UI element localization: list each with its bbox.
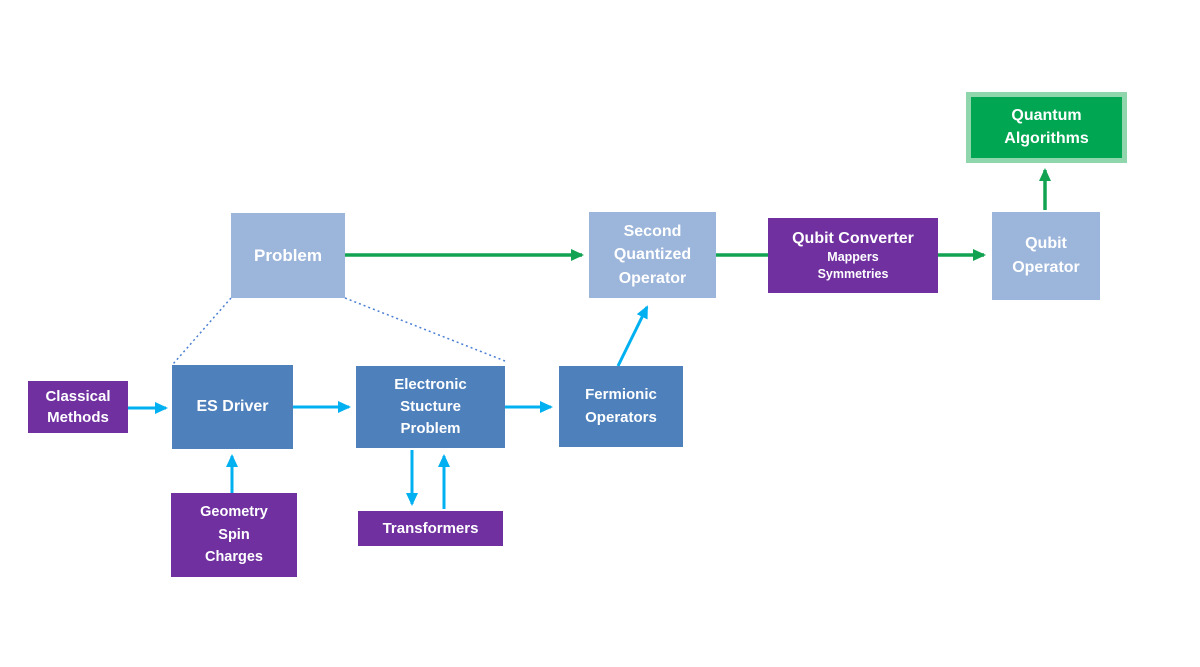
node-es-driver-label: ES Driver — [196, 398, 269, 415]
node-transformers-label: Transformers — [382, 520, 479, 537]
dotted-line-problem-to-es-driver — [172, 297, 232, 365]
node-geometry-spin-charges-label: Geometry Spin Charges — [200, 504, 268, 566]
node-fermionic-operators-label: Fermionic Operators — [585, 386, 657, 426]
node-qubit-converter-title: Qubit Converter — [792, 229, 914, 247]
node-fermionic-operators: Fermionic Operators — [559, 366, 683, 447]
node-electronic-structure-problem-label: Electronic Stucture Problem — [394, 376, 467, 437]
node-problem-label: Problem — [253, 245, 323, 265]
arrow-fermionic-to-second-quantized — [616, 305, 649, 367]
node-qubit-operator: Qubit Operator — [992, 212, 1100, 300]
node-second-quantized-operator: Second Quantized Operator — [589, 212, 716, 298]
node-qubit-converter-subtitle: Mappers Symmetries — [817, 249, 889, 281]
node-classical-methods: Classical Methods — [28, 381, 128, 433]
node-quantum-algorithms: Quantum Algorithms — [966, 92, 1127, 163]
node-problem: Problem — [231, 213, 345, 298]
node-qubit-operator-label: Qubit Operator — [1012, 235, 1080, 276]
node-classical-methods-label: Classical Methods — [45, 388, 111, 426]
node-second-quantized-operator-label: Second Quantized Operator — [613, 223, 692, 287]
node-qubit-converter: Qubit Converter Mappers Symmetries — [768, 218, 938, 293]
node-geometry-spin-charges: Geometry Spin Charges — [171, 493, 297, 577]
dotted-line-problem-to-es-problem — [344, 297, 506, 362]
node-es-driver: ES Driver — [172, 365, 293, 449]
node-quantum-algorithms-label: Quantum Algorithms — [1004, 107, 1089, 147]
node-transformers: Transformers — [358, 511, 503, 546]
node-electronic-structure-problem: Electronic Stucture Problem — [356, 366, 505, 448]
